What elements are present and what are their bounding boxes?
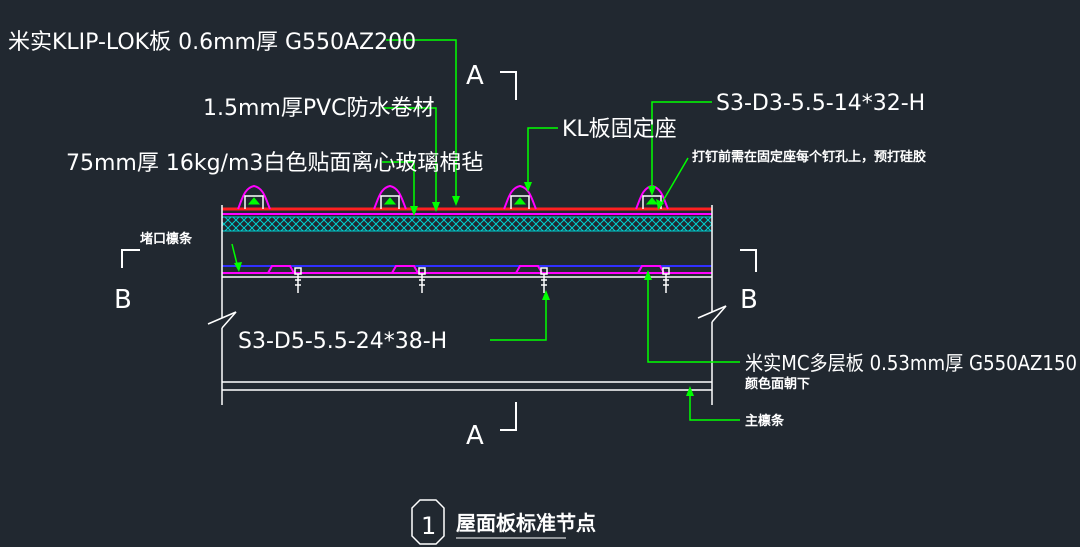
label-klip-lok: 米实KLIP-LOK板 0.6mm厚 G550AZ200 [8, 30, 416, 55]
leader-main-purlin [689, 392, 740, 421]
leader-screw-note [659, 157, 689, 207]
section-marks [121, 71, 757, 431]
screw-icon [540, 267, 548, 293]
liner-ribs [267, 265, 665, 274]
label-main-purlin: 主檩条 [745, 413, 785, 429]
label-eave-strip: 堵口檩条 [140, 231, 193, 247]
section-mark-b-right: B [740, 285, 758, 315]
label-fixing-seat: KL板固定座 [562, 117, 677, 142]
detail-title-text: 屋面板标准节点 [456, 511, 596, 535]
label-mc-panel: 米实MC多层板 0.53mm厚 G550AZ150 [745, 351, 1077, 375]
section-mark-a-top: A [466, 61, 484, 91]
insulation-layer [221, 216, 713, 232]
leader-arrowheads [234, 182, 694, 396]
roof-buildup [221, 207, 713, 391]
screw-icon [294, 267, 302, 293]
leader-screw-top [651, 101, 712, 190]
label-screw-top: S3-D3-5.5-14*32-H [716, 91, 925, 116]
detail-number: 1 [421, 512, 436, 540]
leader-pvc [382, 107, 437, 206]
panel-clip [373, 184, 407, 210]
panel-clip [237, 184, 271, 210]
leader-screw-bottom [490, 296, 547, 341]
right-break-line [697, 205, 727, 405]
detail-number-badge [411, 499, 445, 545]
label-mc-panel-note: 颜色面朝下 [745, 376, 810, 392]
left-break-line [207, 205, 237, 405]
leader-mc-panel [647, 275, 740, 363]
label-insulation: 75mm厚 16kg/m3白色贴面离心玻璃棉毡 [66, 151, 483, 176]
detail-title: 1 屋面板标准节点 [411, 499, 596, 545]
leader-klip-lok [386, 39, 457, 200]
leader-insulation [382, 161, 415, 210]
label-screw-note: 打钉前需在固定座每个钉孔上，预打硅胶 [692, 149, 926, 165]
section-mark-b-left: B [114, 285, 132, 315]
screw-icon [418, 267, 426, 293]
label-pvc: 1.5mm厚PVC防水卷材 [203, 96, 435, 121]
liner-screws [294, 267, 670, 293]
panel-clip [503, 184, 537, 210]
section-mark-a-bottom: A [466, 421, 484, 451]
leader-lines [231, 39, 740, 421]
label-screw-bottom: S3-D5-5.5-24*38-H [238, 329, 447, 354]
leader-fixing-seat [527, 127, 558, 186]
screw-icon [662, 267, 670, 293]
